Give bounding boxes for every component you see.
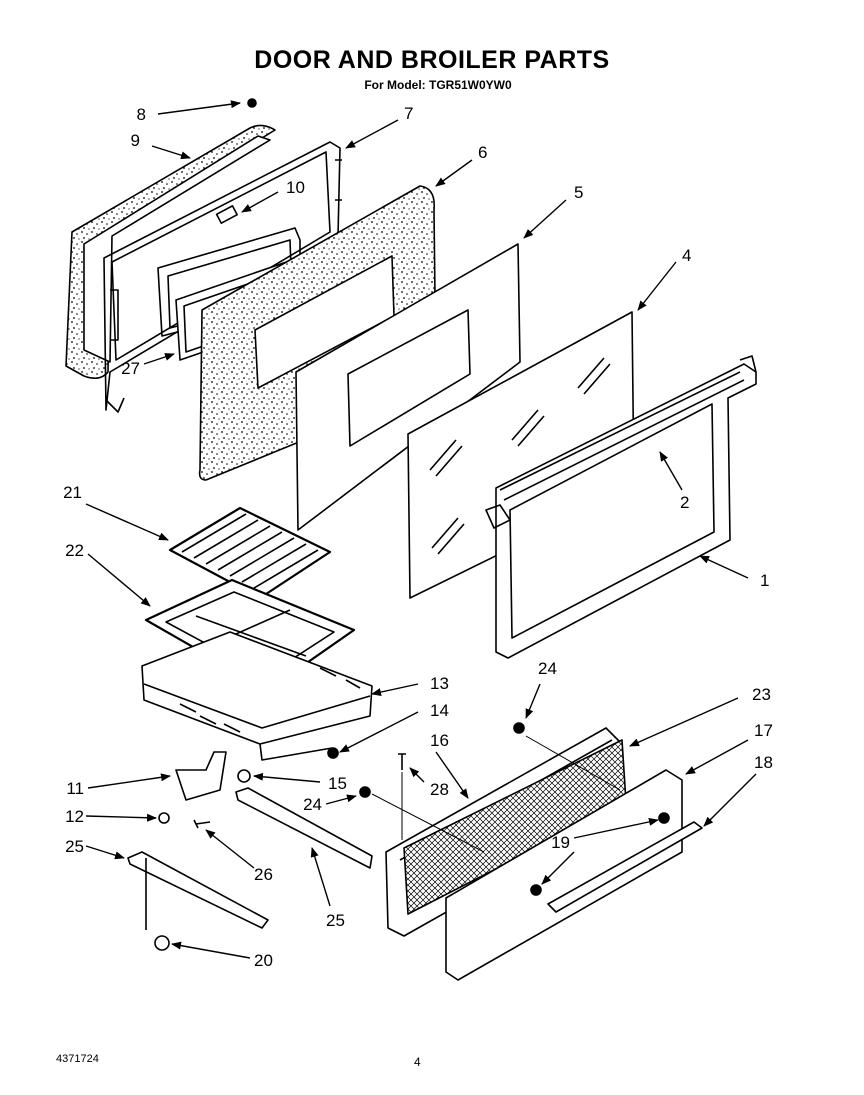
- callout-5: 5: [574, 183, 583, 202]
- callout-23: 23: [752, 685, 771, 704]
- screw-part-19b: [658, 812, 670, 824]
- callout-7: 7: [404, 104, 413, 123]
- callout-27: 27: [121, 359, 140, 378]
- callout-15: 15: [328, 774, 347, 793]
- callout-8: 8: [137, 105, 146, 124]
- callout-17: 17: [754, 721, 773, 740]
- callout-26: 26: [254, 865, 273, 884]
- broiler-pan-part-13: [141, 631, 373, 761]
- screw-part-28: [398, 753, 406, 770]
- clip-part-15: [237, 769, 251, 783]
- rail-lower-part-25: [127, 851, 269, 930]
- callout-6: 6: [478, 143, 487, 162]
- door-frame-part-1: [485, 355, 757, 659]
- grommet-part-12: [158, 812, 170, 824]
- rail-upper-part-25: [235, 787, 373, 869]
- foot-part-20: [154, 935, 170, 951]
- callout-14: 14: [430, 701, 449, 720]
- callout-9: 9: [131, 131, 140, 150]
- drawer-panel-part-17: [445, 769, 683, 981]
- document-number: 4371724: [56, 1053, 99, 1065]
- callout-21: 21: [63, 483, 82, 502]
- callout-20: 20: [254, 951, 273, 970]
- door-gasket-part-9: [65, 124, 276, 380]
- drawer-handle-part-18: [547, 821, 703, 913]
- callout-22: 22: [65, 541, 84, 560]
- callout-25b: 25: [326, 911, 345, 930]
- callout-labels: 8 9 7 6 10 5 4 27 21 2 22 1 13 24 23 14 …: [63, 104, 773, 970]
- callout-28: 28: [430, 780, 449, 799]
- callout-25a: 25: [65, 837, 84, 856]
- callout-1: 1: [760, 571, 769, 590]
- outer-door-panel-part-5: [295, 243, 521, 531]
- screw-part-14: [327, 747, 339, 759]
- callout-11: 11: [66, 779, 84, 798]
- callout-24a: 24: [538, 659, 557, 678]
- screw-part-19a: [530, 884, 542, 896]
- callout-24b: 24: [303, 795, 322, 814]
- callout-16: 16: [430, 731, 449, 750]
- model-subtitle: For Model: TGR51W0YW0: [364, 78, 512, 92]
- callout-18: 18: [754, 753, 773, 772]
- door-glass-part-4: [407, 311, 635, 599]
- screw-part-8: [247, 98, 257, 108]
- screw-part-24a: [513, 722, 525, 734]
- callout-12: 12: [65, 807, 84, 826]
- leader-lines: [85, 100, 757, 959]
- page-title: DOOR AND BROILER PARTS: [254, 46, 610, 74]
- callout-13: 13: [430, 674, 449, 693]
- bracket-part-11: [175, 751, 227, 801]
- callout-10: 10: [286, 178, 305, 197]
- screw-part-26: [193, 819, 211, 829]
- callout-4: 4: [682, 246, 691, 265]
- callout-2: 2: [680, 493, 689, 512]
- page-number: 4: [414, 1055, 421, 1069]
- door-clip-part-10: [215, 205, 238, 224]
- callout-19: 19: [551, 833, 570, 852]
- screw-part-24b: [359, 786, 371, 798]
